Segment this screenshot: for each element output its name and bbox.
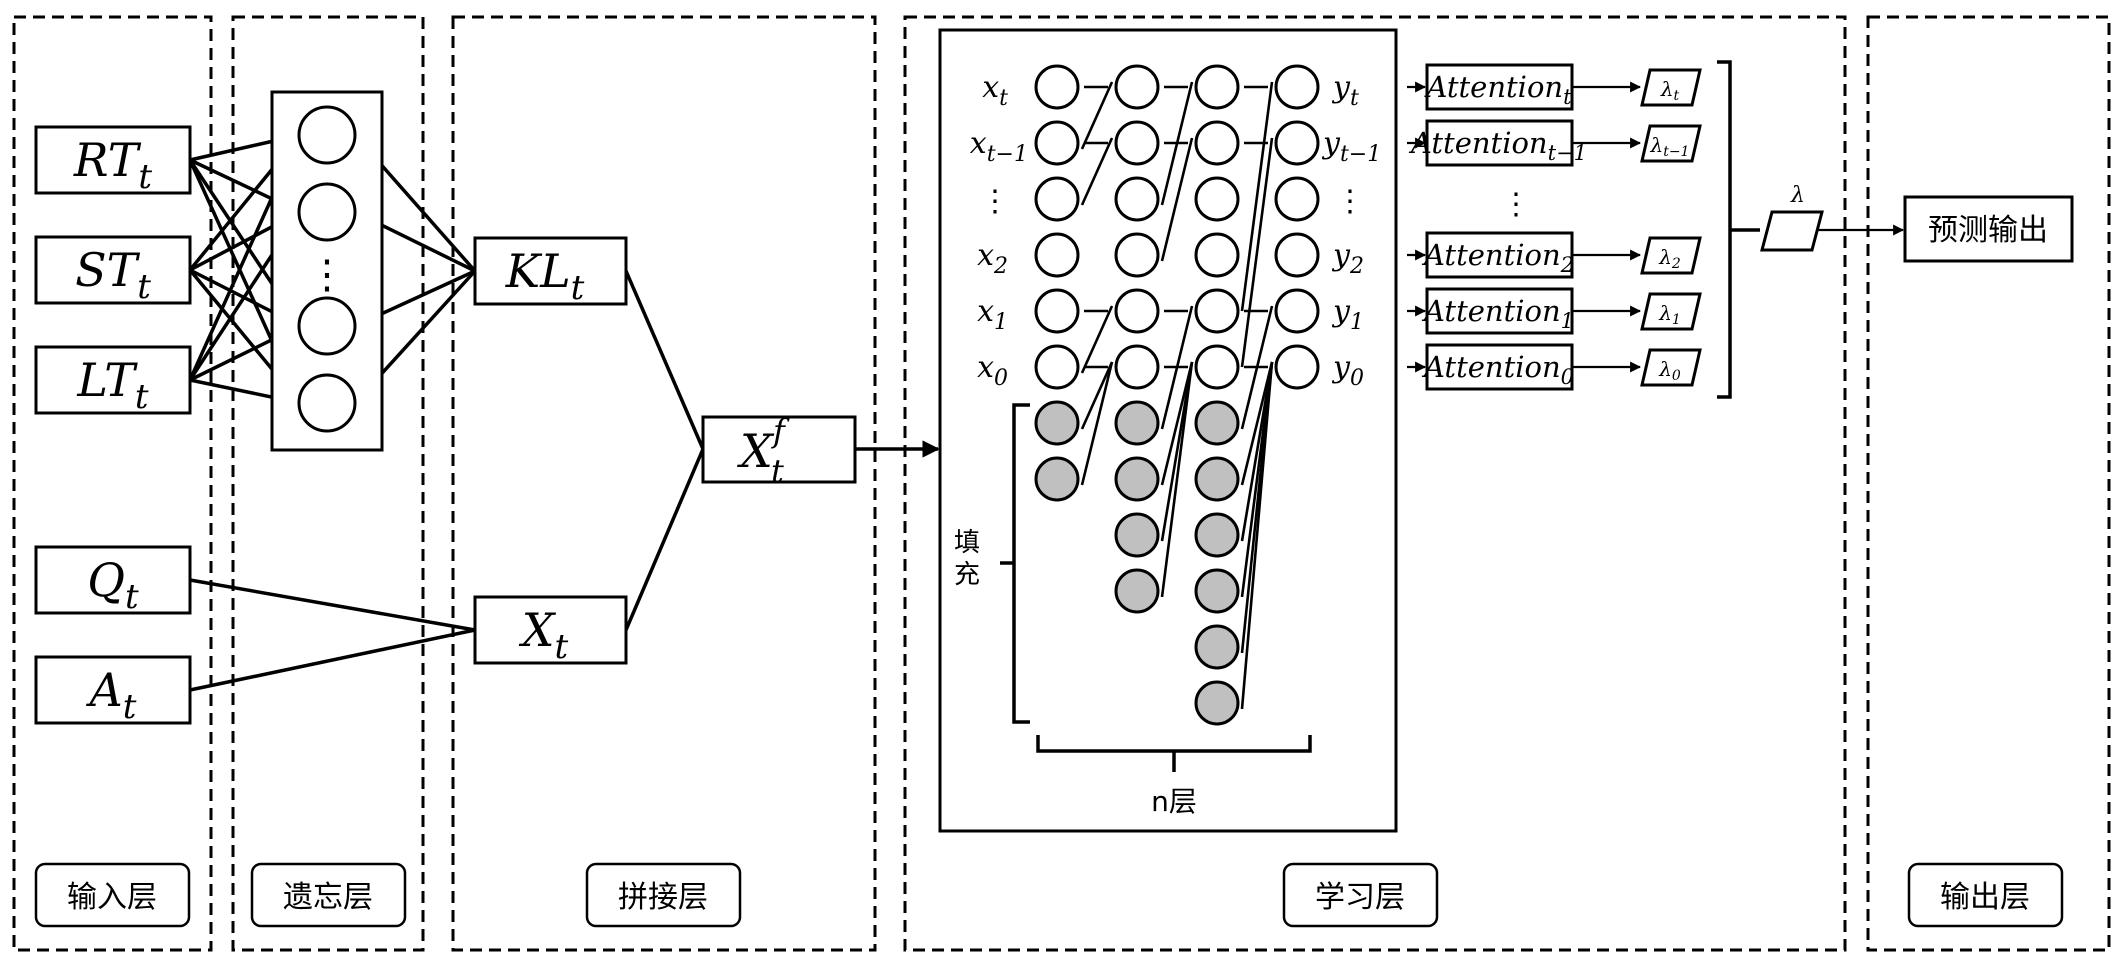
output-layer-label: 输出层 [1907, 862, 2064, 928]
svg-text:预测输出: 预测输出 [1928, 213, 2048, 248]
forget-node [297, 182, 357, 242]
svg-text:X: X [737, 424, 775, 478]
learning-layer-label: 学习层 [1282, 862, 1439, 928]
forget-node [297, 105, 357, 165]
lstm-diagonal-links [1080, 81, 1274, 710]
svg-text:LTt: LTt [76, 353, 148, 417]
forget-node [297, 296, 357, 356]
padding-bracket: 填 充 [954, 403, 1030, 724]
attention-ellipsis: ⋮ [1501, 187, 1531, 222]
forget-layer-label: 遗忘层 [250, 862, 407, 928]
lambda-merge-brace [1717, 60, 1732, 399]
st-input-box: STt [34, 235, 192, 307]
x-to-xf-line [624, 448, 705, 631]
kl-box: KLt [473, 236, 628, 308]
svg-text:输入层: 输入层 [67, 880, 157, 915]
svg-text:⋮: ⋮ [1335, 184, 1365, 219]
n-layers-brace: n层 [1036, 735, 1312, 818]
q-input-box: Qt [34, 545, 192, 617]
svg-text:t: t [771, 452, 784, 490]
svg-text:y0: y0 [1331, 350, 1364, 391]
xf-box: X f t [701, 412, 857, 490]
svg-text:Xt: Xt [519, 603, 569, 667]
lt-input-box: LTt [34, 345, 192, 417]
svg-text:y1: y1 [1331, 294, 1364, 335]
concat-layer-section [451, 15, 877, 952]
svg-text:学习层: 学习层 [1315, 880, 1405, 915]
svg-text:Attentiont: Attentiont [1423, 70, 1572, 109]
input-layer-label: 输入层 [34, 862, 191, 928]
lstm-network-box [938, 28, 1398, 833]
lstm-nodes [1034, 64, 1320, 726]
svg-text:λ: λ [1790, 183, 1805, 208]
x-input-labels: xt xt−1 ⋮ x2 x1 x0 [970, 70, 1028, 391]
svg-text:充: 充 [954, 560, 980, 590]
kl-to-xf-line [624, 270, 705, 450]
svg-text:λt: λt [1660, 77, 1680, 104]
svg-text:x2: x2 [977, 238, 1008, 279]
svg-text:λt−1: λt−1 [1650, 133, 1690, 160]
prediction-output-box: 预测输出 [1903, 195, 2074, 263]
svg-text:STt: STt [75, 243, 151, 307]
q-to-x-line [189, 578, 476, 632]
svg-text:x1: x1 [977, 294, 1008, 335]
lambda-total-box: λ [1760, 183, 1824, 252]
svg-text:遗忘层: 遗忘层 [283, 880, 373, 915]
svg-text:RTt: RTt [73, 133, 153, 197]
svg-text:At: At [86, 663, 137, 727]
learning-layer-section [903, 15, 1847, 952]
x-box: Xt [473, 595, 628, 667]
attention-rows: Attentiont λt Attentiont−1 λt−1 ⋮ Attent… [1407, 63, 1702, 391]
input-layer-section [12, 15, 213, 952]
svg-text:Qt: Qt [87, 553, 139, 617]
svg-text:λ0: λ0 [1658, 357, 1681, 384]
a-input-box: At [34, 655, 192, 727]
forget-node [297, 373, 357, 433]
svg-text:输出层: 输出层 [1940, 880, 2030, 915]
svg-text:yt−1: yt−1 [1321, 126, 1381, 167]
svg-text:拼接层: 拼接层 [618, 880, 708, 915]
svg-text:填: 填 [954, 528, 980, 558]
svg-text:λ2: λ2 [1658, 245, 1681, 272]
svg-text:Attention2: Attention2 [1421, 238, 1574, 277]
svg-text:xt: xt [982, 70, 1008, 111]
concat-layer-label: 拼接层 [585, 862, 742, 928]
svg-text:KLt: KLt [505, 244, 585, 308]
svg-text:n层: n层 [1151, 785, 1197, 818]
y-output-labels: yt yt−1 ⋮ y2 y1 y0 [1321, 70, 1381, 391]
svg-text:Attentiont−1: Attentiont−1 [1408, 126, 1587, 165]
forget-layer-section [231, 15, 425, 952]
svg-text:yt: yt [1331, 70, 1359, 111]
svg-text:x0: x0 [977, 350, 1008, 391]
output-layer-section [1866, 15, 2111, 952]
svg-text:Attention0: Attention0 [1421, 350, 1574, 389]
svg-text:Attention1: Attention1 [1421, 294, 1574, 333]
svg-text:y2: y2 [1331, 238, 1364, 279]
svg-text:λ1: λ1 [1658, 301, 1681, 328]
forget-ellipsis: ⋮ [307, 252, 347, 298]
svg-text:⋮: ⋮ [980, 184, 1010, 219]
a-to-x-line [189, 628, 476, 692]
svg-text:xt−1: xt−1 [970, 126, 1028, 167]
rt-input-box: RTt [34, 125, 192, 197]
